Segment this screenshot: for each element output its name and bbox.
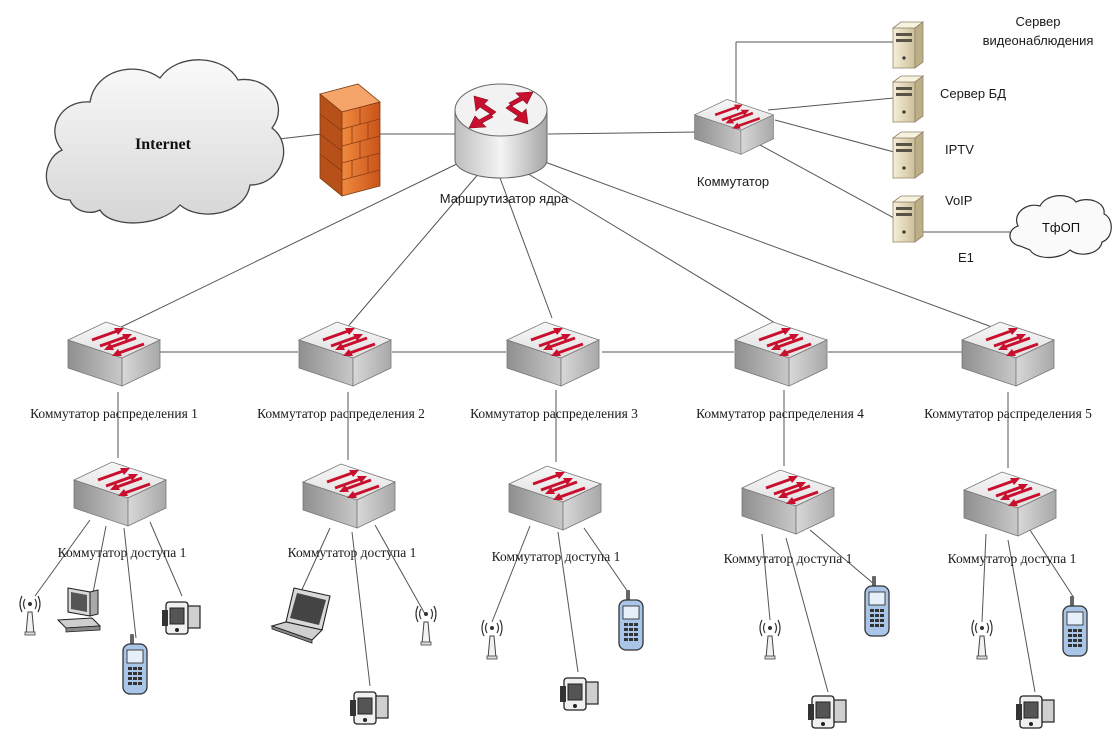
links bbox=[34, 41, 1075, 693]
distribution-switch-5[interactable]: Коммутатор распределения 5 bbox=[924, 320, 1092, 421]
server-icon bbox=[892, 131, 924, 179]
server-icon bbox=[892, 75, 924, 123]
access-switch-label: Коммутатор доступа 1 bbox=[948, 551, 1077, 566]
access-switch-label: Коммутатор доступа 1 bbox=[724, 551, 853, 566]
db-server-label: Сервер БД bbox=[940, 86, 1006, 101]
video-camera-icon bbox=[1015, 695, 1055, 729]
firewall-icon bbox=[319, 83, 381, 197]
distribution-switch-2[interactable]: Коммутатор распределения 2 bbox=[257, 320, 425, 421]
mobile-phone-icon bbox=[618, 589, 644, 651]
wifi-access-point-icon bbox=[481, 619, 503, 660]
switch-icon bbox=[740, 468, 836, 536]
access-switch-label: Коммутатор доступа 1 bbox=[492, 549, 621, 564]
switch-icon bbox=[66, 320, 162, 388]
switch-icon bbox=[733, 320, 829, 388]
distribution-switch-label: Коммутатор распределения 4 bbox=[696, 406, 864, 421]
server-switch[interactable]: Коммутатор bbox=[693, 98, 775, 189]
switch-icon bbox=[505, 320, 601, 388]
desktop-pc-icon bbox=[56, 587, 102, 633]
firewall bbox=[319, 83, 381, 197]
wifi-access-point-icon bbox=[19, 595, 41, 636]
video-camera-icon bbox=[559, 677, 599, 711]
access-switch-label: Коммутатор доступа 1 bbox=[288, 545, 417, 560]
video-server[interactable]: Сервер видеонаблюдения bbox=[892, 14, 1094, 69]
access-switch-1[interactable]: Коммутатор доступа 1 bbox=[58, 460, 187, 560]
cloud-icon bbox=[1009, 195, 1112, 259]
video-camera-icon bbox=[807, 695, 847, 729]
access-switch-label: Коммутатор доступа 1 bbox=[58, 545, 187, 560]
core-router[interactable]: Маршрутизатор ядра bbox=[440, 83, 569, 206]
server-switch-label: Коммутатор bbox=[697, 174, 769, 189]
video-camera-icon bbox=[161, 601, 201, 635]
iptv-label: IPTV bbox=[945, 142, 974, 157]
distribution-switch-label: Коммутатор распределения 3 bbox=[470, 406, 638, 421]
distribution-switch-4[interactable]: Коммутатор распределения 4 bbox=[696, 320, 864, 421]
switch-icon bbox=[960, 320, 1056, 388]
db-server[interactable]: Сервер БД bbox=[892, 75, 1006, 123]
switch-icon bbox=[507, 464, 603, 532]
access-switch-2[interactable]: Коммутатор доступа 1 bbox=[288, 462, 417, 560]
switch-icon bbox=[962, 470, 1058, 538]
video-server-label-line2: видеонаблюдения bbox=[983, 33, 1094, 48]
video-camera-icon bbox=[349, 691, 389, 725]
internet-cloud: Internet bbox=[45, 59, 285, 224]
mobile-phone-icon bbox=[864, 575, 890, 637]
pstn-label: ТфОП bbox=[1042, 220, 1080, 235]
wifi-access-point-icon bbox=[415, 605, 437, 646]
internet-label: Internet bbox=[135, 136, 192, 153]
iptv-server[interactable]: IPTV bbox=[892, 131, 974, 179]
mobile-phone-icon bbox=[122, 633, 148, 695]
wifi-access-point-icon bbox=[971, 619, 993, 660]
e1-label: E1 bbox=[958, 250, 974, 265]
access-switch-3[interactable]: Коммутатор доступа 1 bbox=[492, 464, 621, 564]
pstn-cloud: ТфОП bbox=[1009, 195, 1112, 259]
laptop-icon bbox=[270, 587, 331, 644]
distribution-switch-1[interactable]: Коммутатор распределения 1 bbox=[30, 320, 198, 421]
switch-icon bbox=[301, 462, 397, 530]
server-icon bbox=[892, 195, 924, 243]
switch-icon bbox=[297, 320, 393, 388]
mobile-phone-icon bbox=[1062, 595, 1088, 657]
distribution-switch-3[interactable]: Коммутатор распределения 3 bbox=[470, 320, 638, 421]
voip-server[interactable]: VoIP E1 bbox=[892, 193, 974, 265]
distribution-switch-label: Коммутатор распределения 2 bbox=[257, 406, 425, 421]
distribution-switch-label: Коммутатор распределения 5 bbox=[924, 406, 1092, 421]
wifi-access-point-icon bbox=[759, 619, 781, 660]
voip-label: VoIP bbox=[945, 193, 972, 208]
distribution-switch-label: Коммутатор распределения 1 bbox=[30, 406, 198, 421]
router-icon bbox=[454, 83, 548, 179]
cloud-icon bbox=[45, 59, 285, 224]
switch-icon bbox=[72, 460, 168, 528]
core-router-label: Маршрутизатор ядра bbox=[440, 191, 569, 206]
server-icon bbox=[892, 21, 924, 69]
access-switch-4[interactable]: Коммутатор доступа 1 bbox=[724, 468, 853, 566]
video-server-label-line1: Сервер bbox=[1015, 14, 1060, 29]
access-switch-5[interactable]: Коммутатор доступа 1 bbox=[948, 470, 1077, 566]
